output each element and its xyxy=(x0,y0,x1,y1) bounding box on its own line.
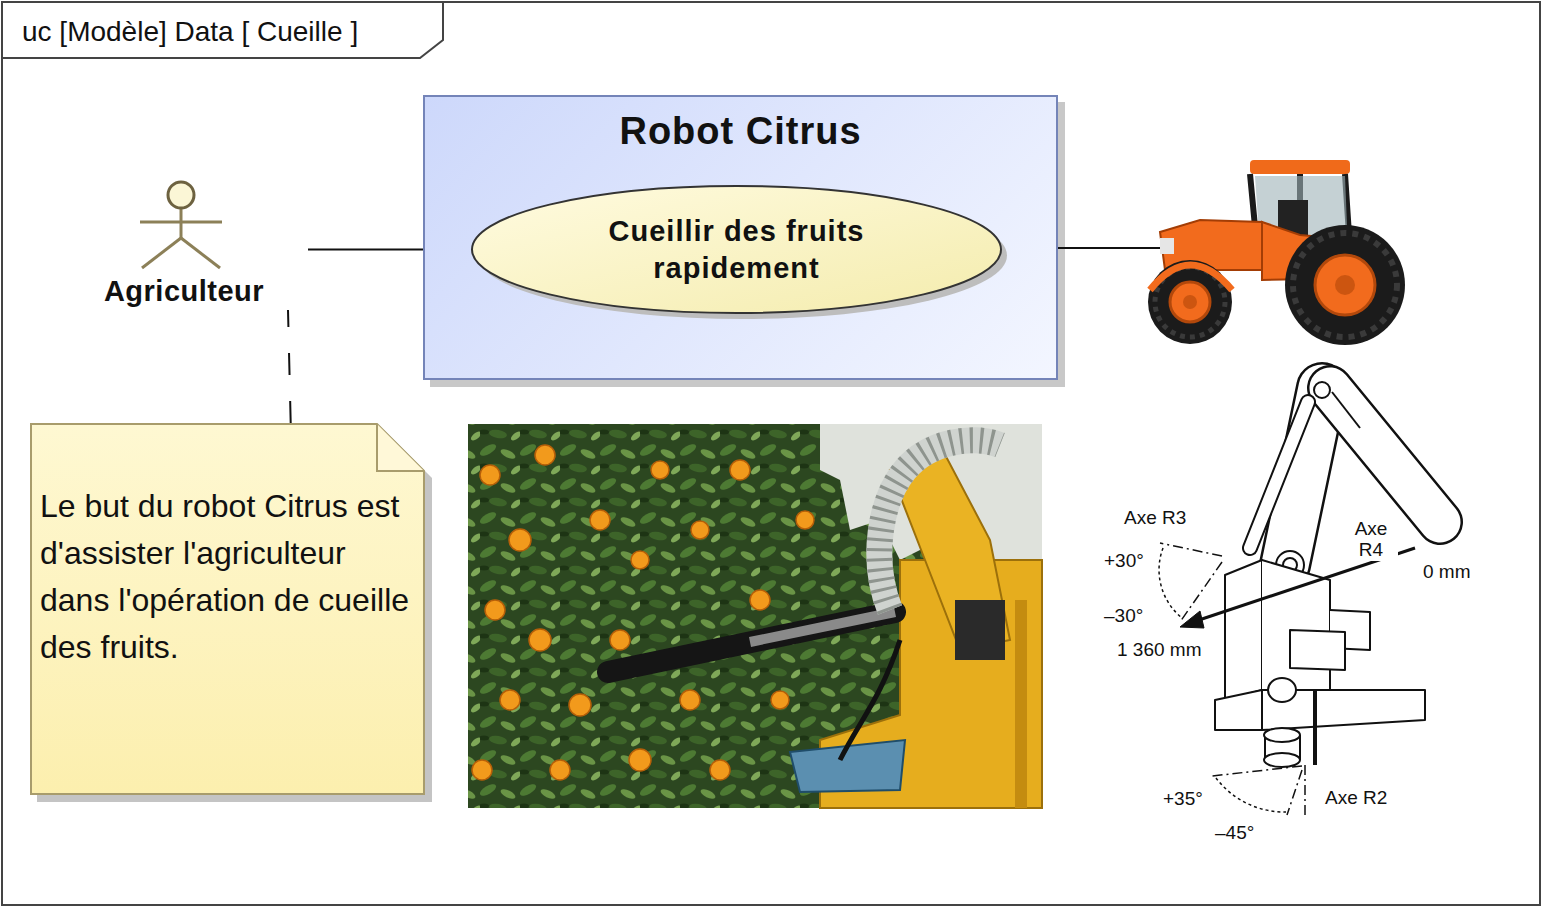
note-box: Le but du robot Citrus est d'assister l'… xyxy=(30,423,425,795)
dimension-label: +30° xyxy=(1102,551,1146,572)
dimension-label: 0 mm xyxy=(1421,562,1473,583)
stick-figure xyxy=(140,182,222,268)
dimension-label: Axe R3 xyxy=(1122,508,1188,529)
robot-drawing xyxy=(1159,382,1440,818)
shape-outline xyxy=(470,184,1003,315)
dimension-label: –45° xyxy=(1213,823,1256,844)
note-text: Le but du robot Citrus est d'assister l'… xyxy=(40,483,411,671)
note-anchor xyxy=(288,310,291,423)
system-name: Robot Citrus xyxy=(425,109,1056,153)
note-outline xyxy=(31,424,424,794)
tractor xyxy=(1148,160,1405,345)
shape-outline xyxy=(60,180,300,270)
dimension-label: +35° xyxy=(1161,789,1205,810)
frame-title: uc [Modèle] Data [ Cueille ] xyxy=(22,14,358,50)
dimension-label: Axe R2 xyxy=(1323,788,1389,809)
actor: Agriculteur xyxy=(60,180,308,310)
note-fold xyxy=(377,424,424,471)
system-boundary: Robot CitrusCueillir des fruits rapideme… xyxy=(423,95,1058,380)
dimension-label: Axe R4 xyxy=(1344,519,1398,561)
orchard-photo xyxy=(468,424,1042,808)
use-case-ellipse: Cueillir des fruits rapidement xyxy=(470,184,1003,315)
dimension-label: 1 360 mm xyxy=(1115,640,1203,661)
ellipse-outline xyxy=(472,186,1001,313)
actor-name: Agriculteur xyxy=(60,274,308,308)
use-case-name: Cueillir des fruits rapidement xyxy=(567,213,907,287)
dimension-label: –30° xyxy=(1102,606,1145,627)
